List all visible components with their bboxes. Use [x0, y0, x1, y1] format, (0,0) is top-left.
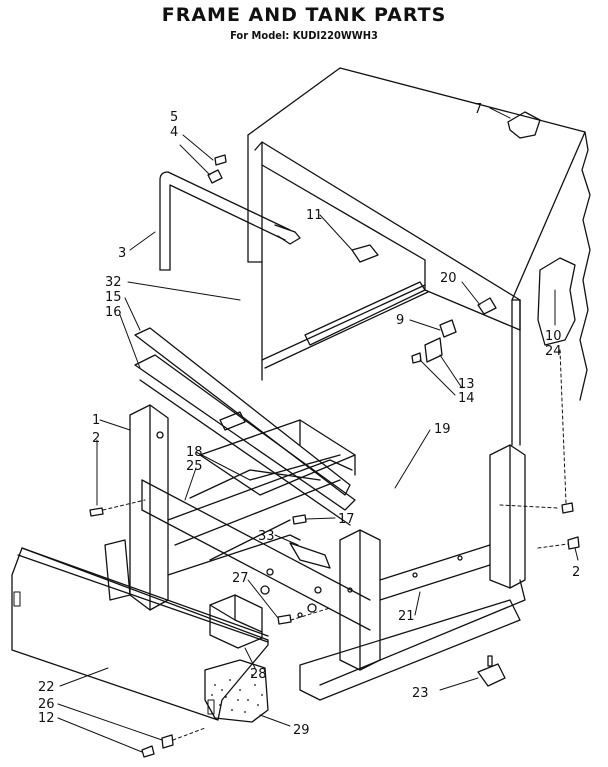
- part-label-23: 25: [186, 459, 203, 474]
- tank: [247, 67, 591, 446]
- part-label-3: 3: [118, 246, 126, 261]
- insulation-texture: [211, 674, 263, 713]
- part-label-26: 26: [38, 697, 55, 712]
- part-label-14: 14: [458, 391, 475, 406]
- leader-lines: [57, 107, 579, 753]
- part-label-4: 4: [170, 125, 178, 140]
- part-label-17: 17: [338, 512, 355, 527]
- part-label-21: 21: [398, 609, 415, 624]
- diagram-title: FRAME AND TANK PARTS: [161, 4, 447, 26]
- front-trim-strip: [134, 327, 356, 526]
- part-label-22: 24: [545, 344, 562, 359]
- part-label-25: 23: [412, 686, 429, 701]
- part-label-13: 13: [458, 377, 475, 392]
- part-label-19: 19: [434, 422, 451, 437]
- part-label-20: 20: [440, 271, 457, 286]
- u-bracket: [159, 169, 301, 271]
- part-label-11: 11: [306, 208, 323, 223]
- small-parts: [89, 111, 580, 758]
- part-label-2a: 2: [92, 431, 100, 446]
- part-labels: 5 4 3 7 11 32 15 16 20 9 13 14 10 24 1 2…: [38, 102, 580, 738]
- part-label-18: 18: [186, 445, 203, 460]
- part-label-2b: 2: [572, 565, 580, 580]
- part-label-29: 29: [293, 723, 310, 738]
- part-label-7: 7: [474, 102, 482, 117]
- base-frame: [104, 404, 526, 701]
- access-panel: [11, 547, 269, 721]
- part-label-16: 16: [105, 305, 122, 320]
- part-label-9: 9: [396, 313, 404, 328]
- part-label-28: 28: [250, 667, 267, 682]
- part-label-10: 10: [545, 329, 562, 344]
- part-label-1: 1: [92, 413, 100, 428]
- model-subtitle: For Model: KUDI220WWH3: [230, 29, 378, 42]
- part-label-12: 12: [38, 711, 55, 726]
- inner-support-frame: [199, 419, 356, 496]
- part-label-33: 33: [258, 529, 275, 544]
- part-label-27: 27: [232, 571, 249, 586]
- part-label-24: 22: [38, 680, 55, 695]
- part-label-32: 32: [105, 275, 122, 290]
- part-label-15: 15: [105, 290, 122, 305]
- part-label-5: 5: [170, 110, 178, 125]
